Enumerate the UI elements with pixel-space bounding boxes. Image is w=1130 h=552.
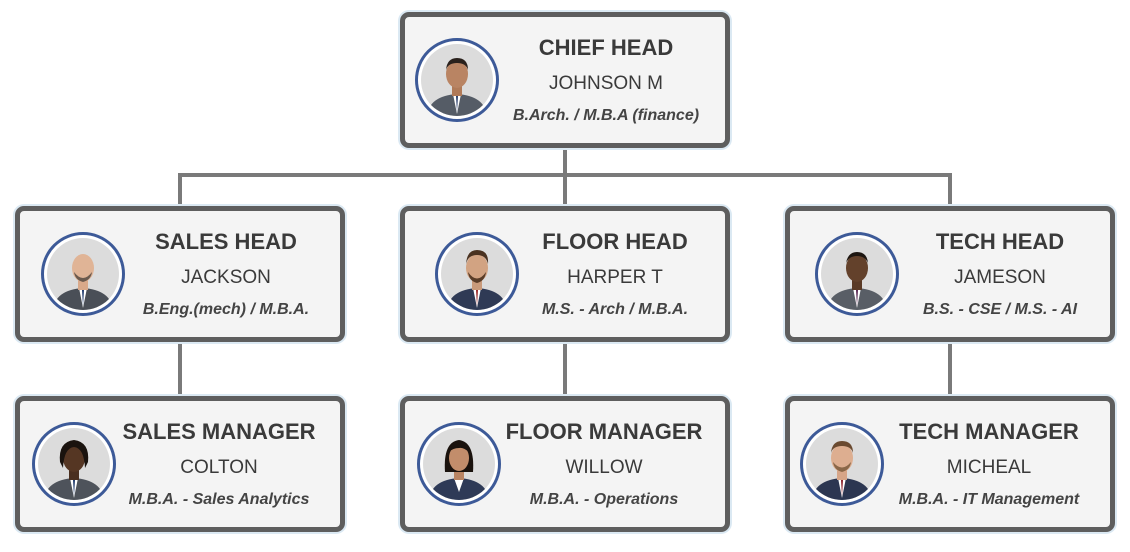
person-avatar-icon xyxy=(815,232,899,316)
node-sales-manager[interactable]: SALES MANAGER COLTON M.B.A. - Sales Anal… xyxy=(15,396,345,532)
person-avatar-icon xyxy=(800,422,884,506)
person-name: JACKSON xyxy=(181,266,271,288)
role-title: SALES HEAD xyxy=(155,228,297,254)
qualification: M.B.A. - IT Management xyxy=(898,490,1080,508)
role-title: TECH HEAD xyxy=(935,228,1065,254)
role-title: FLOOR HEAD xyxy=(542,228,688,254)
node-floor-head[interactable]: FLOOR HEAD HARPER T M.S. - Arch / M.B.A. xyxy=(400,206,730,342)
qualification: B.S. - CSE / M.S. - AI xyxy=(922,300,1078,318)
person-name: COLTON xyxy=(180,456,258,478)
person-name: HARPER T xyxy=(567,266,663,288)
qualification: M.B.A. - Sales Analytics xyxy=(128,490,310,508)
node-chief-head[interactable]: CHIEF HEAD JOHNSON M B.Arch. / M.B.A (fi… xyxy=(400,12,730,148)
qualification: M.B.A. - Operations xyxy=(529,490,679,508)
node-sales-head[interactable]: SALES HEAD JACKSON B.Eng.(mech) / M.B.A. xyxy=(15,206,345,342)
person-name: MICHEAL xyxy=(946,456,1032,478)
person-avatar-icon xyxy=(435,232,519,316)
role-title: FLOOR MANAGER xyxy=(505,418,703,444)
role-title: TECH MANAGER xyxy=(899,418,1079,444)
node-tech-manager[interactable]: TECH MANAGER MICHEAL M.B.A. - IT Managem… xyxy=(785,396,1115,532)
person-avatar-icon xyxy=(417,422,501,506)
role-title: CHIEF HEAD xyxy=(538,34,674,60)
person-name: WILLOW xyxy=(565,456,643,478)
qualification: M.S. - Arch / M.B.A. xyxy=(541,300,689,318)
person-avatar-icon xyxy=(41,232,125,316)
person-avatar-icon xyxy=(32,422,116,506)
node-tech-head[interactable]: TECH HEAD JAMESON B.S. - CSE / M.S. - AI xyxy=(785,206,1115,342)
qualification: B.Eng.(mech) / M.B.A. xyxy=(142,300,310,318)
role-title: SALES MANAGER xyxy=(122,418,316,444)
person-name: JOHNSON M xyxy=(549,72,663,94)
node-floor-manager[interactable]: FLOOR MANAGER WILLOW M.B.A. - Operations xyxy=(400,396,730,532)
qualification: B.Arch. / M.B.A (finance) xyxy=(512,106,700,124)
person-name: JAMESON xyxy=(954,266,1046,288)
person-avatar-icon xyxy=(415,38,499,122)
